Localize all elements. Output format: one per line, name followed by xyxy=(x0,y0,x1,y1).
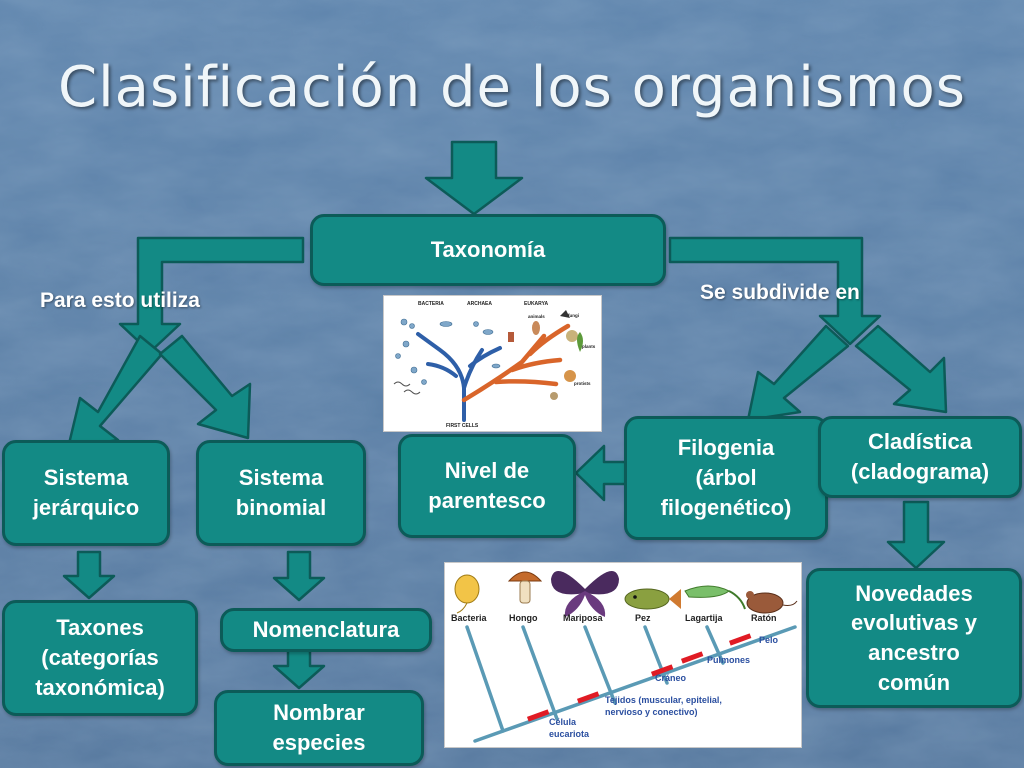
trait-pelo: Pelo xyxy=(759,635,779,645)
mouse-icon xyxy=(746,591,798,614)
butterfly-icon xyxy=(551,571,619,617)
arrow-cladistica-to-novedades xyxy=(886,500,946,570)
leaf-fungi: fungi xyxy=(568,313,579,318)
box-cladistica: Cladística (cladograma) xyxy=(818,416,1022,498)
leaf-animals: animals xyxy=(528,314,545,319)
box-sistema-jerarquico: Sistema jerárquico xyxy=(2,440,170,546)
slide-title: Clasificación de los organismos xyxy=(58,55,966,120)
taxon-bacteria: Bacteria xyxy=(451,613,488,623)
label-first-cells: FIRST CELLS xyxy=(446,423,479,429)
taxon-mariposa: Mariposa xyxy=(563,613,604,623)
box-taxones: Taxones (categorías taxonómica) xyxy=(2,600,198,716)
trait-tejidos-2: nervioso y conectivo) xyxy=(605,707,698,717)
arrow-to-sistema-binomial xyxy=(158,334,252,440)
fish-icon xyxy=(624,588,681,610)
phylogenetic-tree-image: BACTERIA ARCHAEA EUKARYA animals fungi p… xyxy=(383,295,602,432)
arrow-to-sistema-jerarquico xyxy=(66,334,164,450)
trait-tejidos: Tejidos (muscular, epitelial, xyxy=(605,695,722,705)
arrow-to-cladistica xyxy=(854,324,948,414)
mushroom-icon xyxy=(507,571,543,604)
header-bacteria: BACTERIA xyxy=(418,301,444,307)
box-nomenclatura: Nomenclatura xyxy=(220,608,432,652)
arrow-binomial-to-nomenclatura xyxy=(272,550,326,602)
trait-pulmones: Pulmones xyxy=(707,655,750,665)
header-eukarya: EUKARYA xyxy=(524,301,548,307)
arrow-jerarquico-to-taxones xyxy=(62,550,116,600)
arrow-to-filogenia xyxy=(746,324,850,422)
box-taxonomia: Taxonomía xyxy=(310,214,666,286)
label-se-subdivide-en: Se subdivide en xyxy=(700,281,860,304)
leaf-plants: plants xyxy=(582,344,596,349)
arrow-filogenia-to-nivel xyxy=(574,444,630,502)
trait-eucariota: eucariota xyxy=(549,729,590,739)
box-nombrar-especies: Nombrar especies xyxy=(214,690,424,766)
taxon-lagartija: Lagartija xyxy=(685,613,724,623)
cladogram-image: Bacteria Hongo Mariposa Pez Lagartija Ra… xyxy=(444,562,802,748)
leaf-protists: protists xyxy=(574,381,591,386)
taxon-raton: Ratón xyxy=(751,613,777,623)
label-para-esto-utiliza: Para esto utiliza xyxy=(40,289,200,312)
box-nivel-de-parentesco: Nivel de parentesco xyxy=(398,434,576,538)
lizard-icon xyxy=(684,585,746,610)
trait-craneo: Cráneo xyxy=(655,673,687,683)
box-novedades-evolutivas: Novedades evolutivas y ancestro común xyxy=(806,568,1022,708)
arrow-nomenclatura-to-nombrar xyxy=(272,648,326,690)
arrow-title-to-taxonomia xyxy=(424,140,524,216)
taxon-hongo: Hongo xyxy=(509,613,538,623)
box-filogenia: Filogenia (árbol filogenético) xyxy=(624,416,828,540)
bacteria-icon xyxy=(454,574,480,614)
trait-celula: Célula xyxy=(549,717,577,727)
box-sistema-binomial: Sistema binomial xyxy=(196,440,366,546)
header-archaea: ARCHAEA xyxy=(467,301,492,307)
arrow-taxonomia-right xyxy=(668,236,882,346)
taxon-pez: Pez xyxy=(635,613,651,623)
